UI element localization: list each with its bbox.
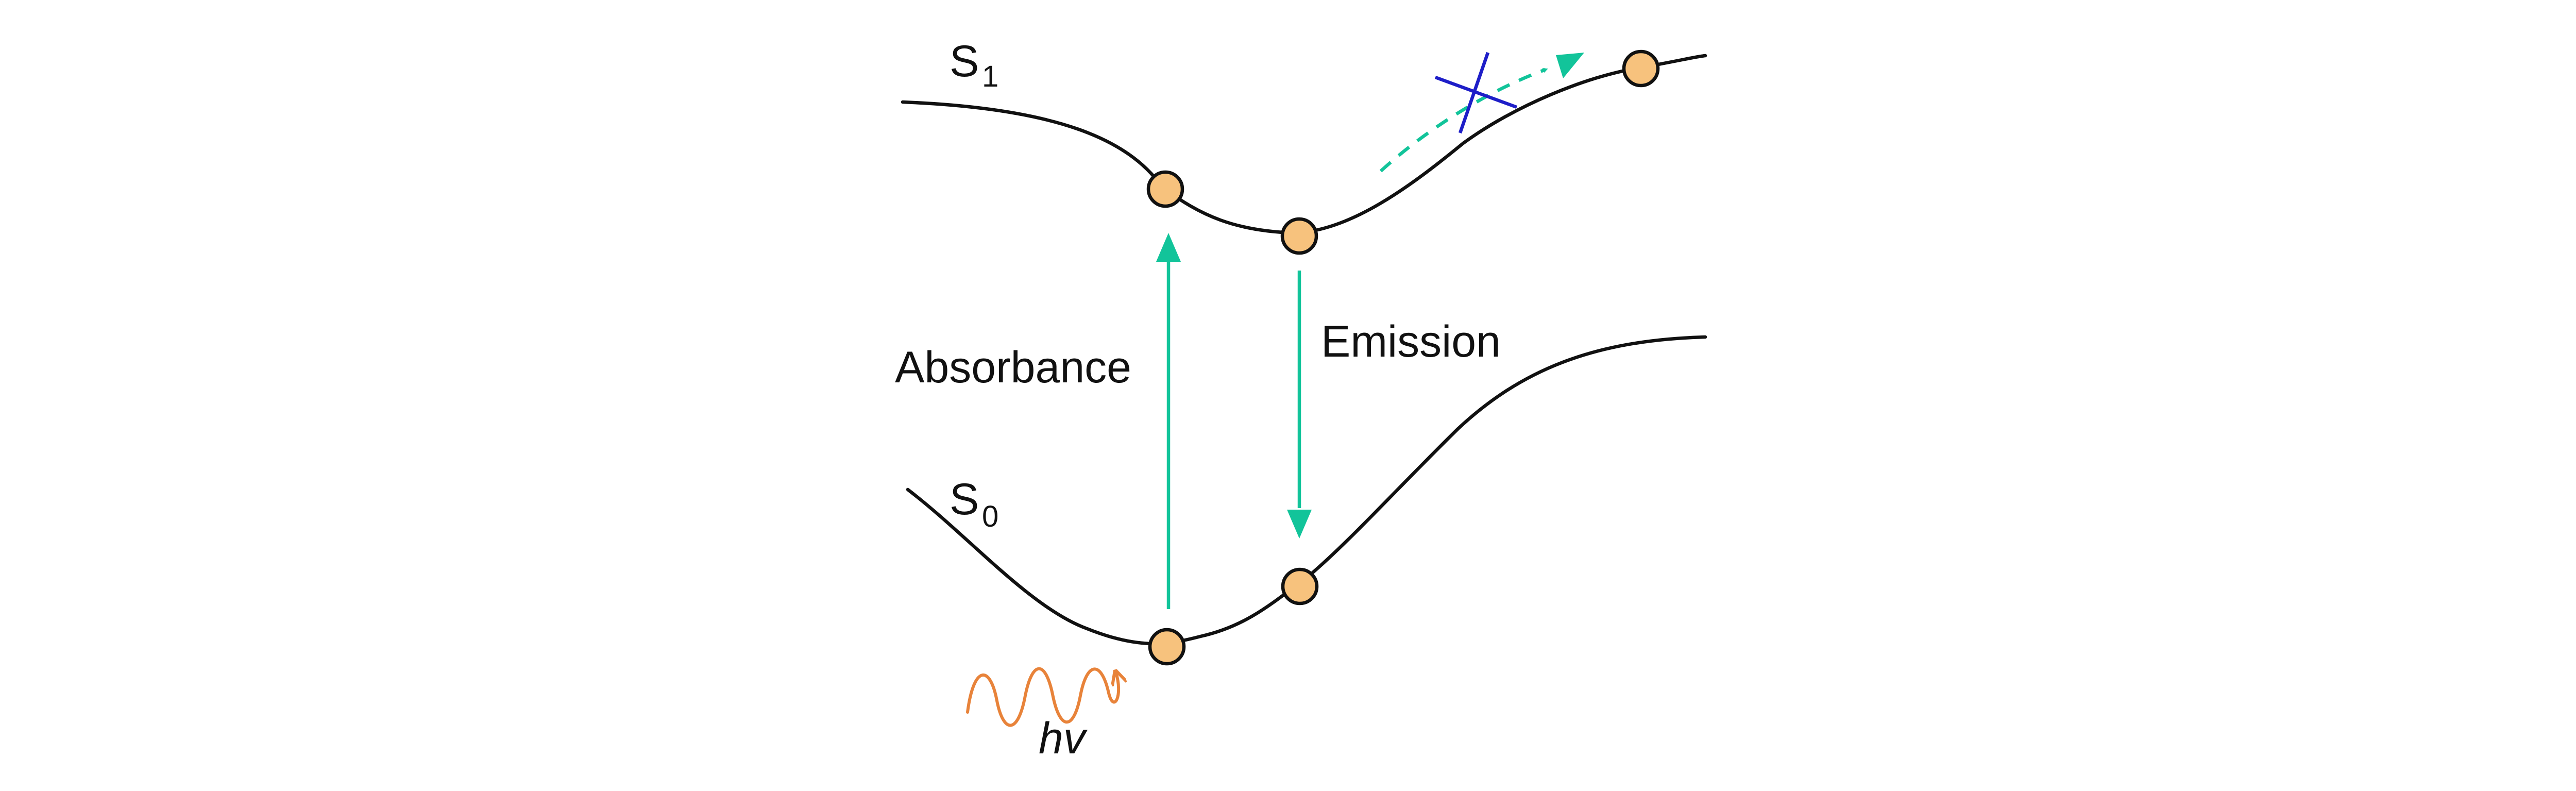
- s0-label: S: [950, 475, 979, 524]
- forbidden-relaxation-path: [1379, 68, 1548, 173]
- emission-label: Emission: [1321, 317, 1501, 366]
- s0-subscript: 0: [982, 500, 998, 533]
- s1-subscript: 1: [982, 60, 998, 93]
- forbidden-relaxation-arrowhead: [1556, 53, 1584, 78]
- absorbance-label: Absorbance: [895, 343, 1131, 392]
- block-mark-line-2: [1458, 52, 1490, 134]
- state-dot-s1-minimum: [1280, 217, 1318, 255]
- emission-arrowhead: [1287, 510, 1312, 538]
- s1-curve: [901, 54, 1707, 235]
- photon-wave: [966, 669, 1118, 727]
- s0-curve: [906, 335, 1707, 646]
- absorbance-arrowhead: [1156, 233, 1181, 262]
- state-dot-s0-minimum: [1148, 628, 1186, 666]
- photon-label: hv: [1039, 714, 1088, 763]
- s1-label: S: [950, 37, 979, 86]
- state-dot-s1-left: [1146, 170, 1184, 208]
- state-dot-s0-right: [1281, 567, 1319, 605]
- state-dot-s1-right: [1622, 49, 1660, 88]
- block-mark-line-1: [1434, 75, 1518, 109]
